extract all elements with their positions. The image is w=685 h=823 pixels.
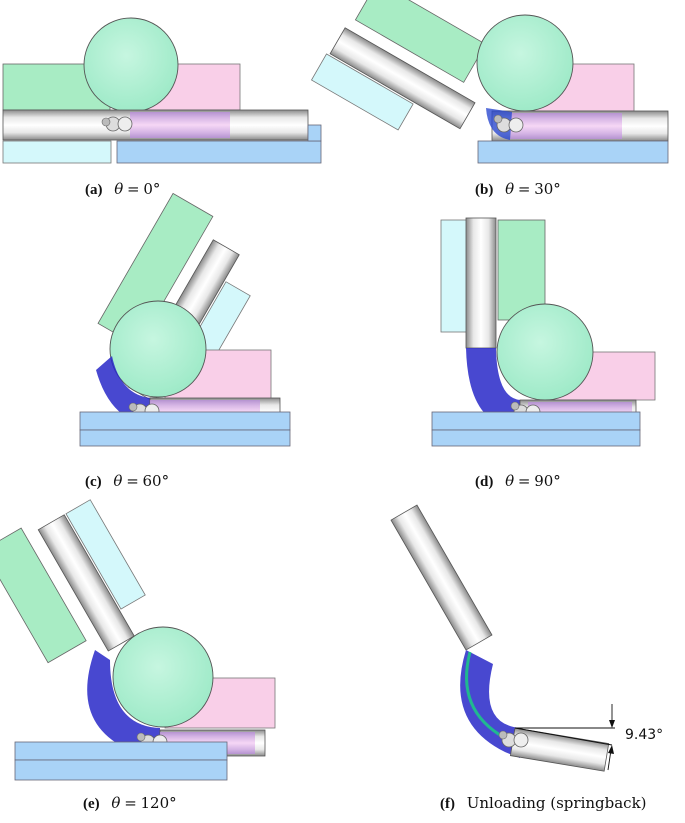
wiper-die [65, 499, 146, 610]
theta-symbol: θ [113, 472, 123, 490]
bend-die-roller [112, 626, 214, 728]
caption-text: Unloading (springback) [466, 794, 647, 812]
arrow-bottom-head-icon [608, 745, 614, 754]
clamp-die [497, 219, 546, 321]
bed-plate [79, 411, 291, 431]
caption-b: (b) θ = 30° [475, 180, 561, 199]
bed-plate-lower [14, 759, 228, 781]
bend-die-roller [83, 17, 179, 113]
bed-plate-lower [431, 429, 641, 447]
caption-f: (f) Unloading (springback) [440, 794, 647, 813]
clamp-die [354, 0, 487, 83]
strain-region [466, 348, 520, 428]
equals-sign: = [127, 180, 140, 198]
mandrel-ball-icon [493, 114, 524, 133]
panel-e-diagram [0, 499, 276, 781]
bed-plate [431, 411, 641, 431]
springback-angle-label: 9.43° [625, 727, 663, 743]
angle-value: 60° [142, 472, 170, 490]
mandrel [510, 113, 622, 139]
caption-label: (b) [475, 182, 494, 198]
angle-value: 90° [534, 472, 561, 490]
panel-c-diagram [79, 192, 291, 447]
panel-a-diagram [2, 17, 322, 164]
panel-d-diagram [431, 217, 656, 447]
bend-die-roller [496, 303, 594, 401]
bend-die-roller [109, 300, 207, 398]
springback-line [514, 727, 613, 746]
mandrel [130, 112, 230, 138]
caption-label: (a) [85, 182, 103, 198]
caption-a: (a) θ = 0° [85, 180, 160, 199]
caption-d: (d) θ = 90° [475, 472, 561, 491]
wiper-die [2, 140, 112, 164]
caption-c: (c) θ = 60° [85, 472, 169, 491]
angle-value: 120° [140, 794, 177, 812]
tube-straight [390, 504, 493, 651]
caption-label: (d) [475, 474, 494, 490]
arrow-top-head-icon [609, 720, 615, 728]
panel-b-diagram [310, 0, 669, 164]
strain-region [87, 650, 160, 757]
caption-label: (c) [85, 474, 102, 490]
strain-edge [465, 651, 506, 740]
bend-die-roller [476, 14, 574, 112]
caption-label: (f) [440, 796, 455, 812]
tube-straight [37, 514, 135, 652]
bed-plate [116, 140, 322, 164]
wiper-die [310, 53, 414, 131]
strain-region [460, 650, 520, 758]
tube-straight [465, 217, 497, 349]
equals-sign: = [124, 794, 137, 812]
equals-sign: = [517, 180, 531, 198]
panel-f-diagram: 9.43° [390, 504, 663, 772]
equals-sign: = [126, 472, 139, 490]
bed-plate [477, 140, 669, 164]
clamp-die [0, 527, 87, 664]
bed-plate-end [307, 124, 322, 142]
mandrel-ball-icon [498, 730, 529, 748]
equals-sign: = [517, 472, 531, 490]
angle-value: 30° [534, 180, 561, 198]
theta-symbol: θ [505, 472, 515, 490]
theta-symbol: θ [505, 180, 515, 198]
mandrel-ball-icon [101, 116, 133, 132]
bed-plate-lower [79, 429, 291, 447]
theta-symbol: θ [114, 180, 124, 198]
caption-e: (e) θ = 120° [83, 794, 177, 813]
tube-straight [329, 27, 476, 130]
angle-value: 0° [143, 180, 161, 198]
caption-label: (e) [83, 796, 100, 812]
theta-symbol: θ [111, 794, 121, 812]
bed-plate [14, 741, 228, 761]
